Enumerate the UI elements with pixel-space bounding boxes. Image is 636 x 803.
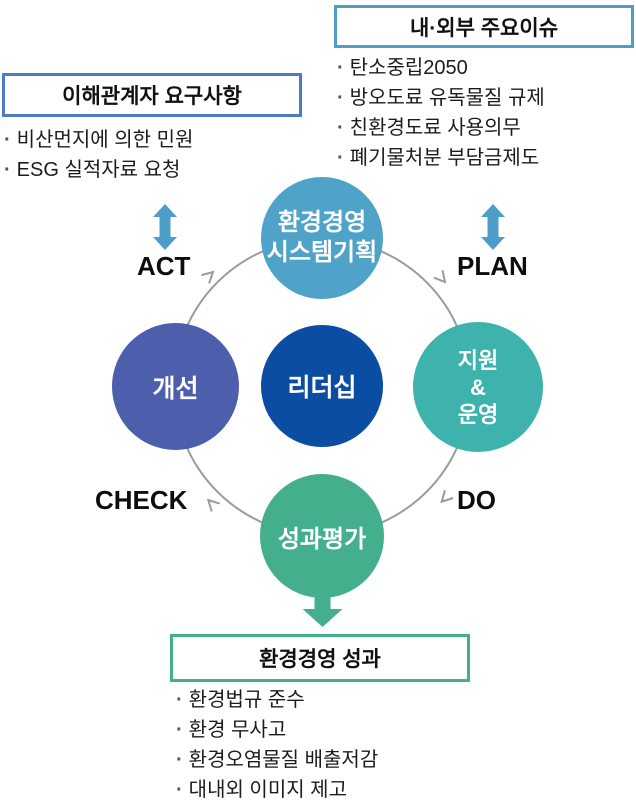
circle-improvement: 개선 [112, 323, 239, 450]
stakeholder-item-text: 비산먼지에 의한 민원 [16, 129, 194, 151]
list-item: · 비산먼지에 의한 민원 [4, 125, 193, 155]
bullet-marker: · [337, 117, 344, 139]
phase-label-plan: PLAN [457, 251, 528, 281]
bullet-marker: · [337, 57, 344, 79]
outcome-box: 환경경영 성과 [170, 634, 470, 682]
cycle-arrowhead-check-icon [206, 498, 221, 512]
outcome-item-text: 환경오염물질 배출저감 [188, 749, 379, 771]
outcome-down-arrow-icon [302, 585, 343, 627]
bullet-marker: · [4, 129, 11, 151]
circle-support-operation: 지원 & 운영 [413, 322, 543, 452]
bullet-marker: · [176, 719, 183, 741]
phase-label-act: ACT [137, 251, 191, 281]
bullet-marker: · [4, 159, 11, 181]
list-item: · 환경법규 준수 [176, 685, 378, 715]
updown-arrow-act-icon [153, 204, 177, 250]
cycle-arrowhead-act-icon [201, 270, 215, 284]
bullet-marker: · [337, 147, 344, 169]
list-item: · 친환경도료 사용의무 [337, 113, 545, 143]
stakeholder-item-text: ESG 실적자료 요청 [16, 159, 181, 181]
stakeholder-box: 이해관계자 요구사항 [2, 73, 302, 117]
bullet-marker: · [176, 779, 183, 801]
circle-leadership: 리더십 [261, 325, 383, 447]
bullet-marker: · [176, 689, 183, 711]
list-item: · 탄소중립2050 [337, 53, 545, 83]
issues-item-text: 친환경도료 사용의무 [349, 117, 521, 139]
list-item: · ESG 실적자료 요청 [4, 155, 193, 185]
issues-item-text: 방오도료 유독물질 규제 [349, 87, 545, 109]
issues-item-text: 탄소중립2050 [349, 57, 468, 79]
list-item: · 대내외 이미지 제고 [176, 775, 378, 803]
list-item: · 방오도료 유독물질 규제 [337, 83, 545, 113]
issues-list: · 탄소중립2050 · 방오도료 유독물질 규제 · 친환경도료 사용의무 ·… [337, 53, 545, 173]
bullet-marker: · [337, 87, 344, 109]
circle-system-planning: 환경경영 시스템기획 [261, 177, 383, 299]
outcome-list: · 환경법규 준수 · 환경 무사고 · 환경오염물질 배출저감 · 대내외 이… [176, 685, 378, 803]
outcome-item-text: 환경 무사고 [188, 719, 287, 741]
cycle-arrowhead-do-icon [440, 489, 454, 504]
stakeholder-box-title: 이해관계자 요구사항 [62, 85, 242, 108]
issues-box: 내·외부 주요이슈 [334, 5, 634, 48]
issues-item-text: 폐기물처분 부담금제도 [349, 147, 540, 169]
issues-box-title: 내·외부 주요이슈 [409, 16, 559, 40]
list-item: · 폐기물처분 부담금제도 [337, 143, 545, 173]
circle-performance-evaluation: 성과평가 [260, 474, 384, 598]
outcome-item-text: 대내외 이미지 제고 [188, 779, 347, 801]
phase-label-check: CHECK [95, 485, 188, 515]
outcome-box-title: 환경경영 성과 [259, 648, 381, 671]
bullet-marker: · [176, 749, 183, 771]
cycle-arrowhead-plan-icon [433, 270, 447, 284]
list-item: · 환경 무사고 [176, 715, 378, 745]
updown-arrow-plan-icon [481, 204, 505, 250]
list-item: · 환경오염물질 배출저감 [176, 745, 378, 775]
stakeholder-list: · 비산먼지에 의한 민원 · ESG 실적자료 요청 [4, 125, 193, 185]
outcome-item-text: 환경법규 준수 [188, 689, 305, 711]
phase-label-do: DO [457, 485, 496, 515]
